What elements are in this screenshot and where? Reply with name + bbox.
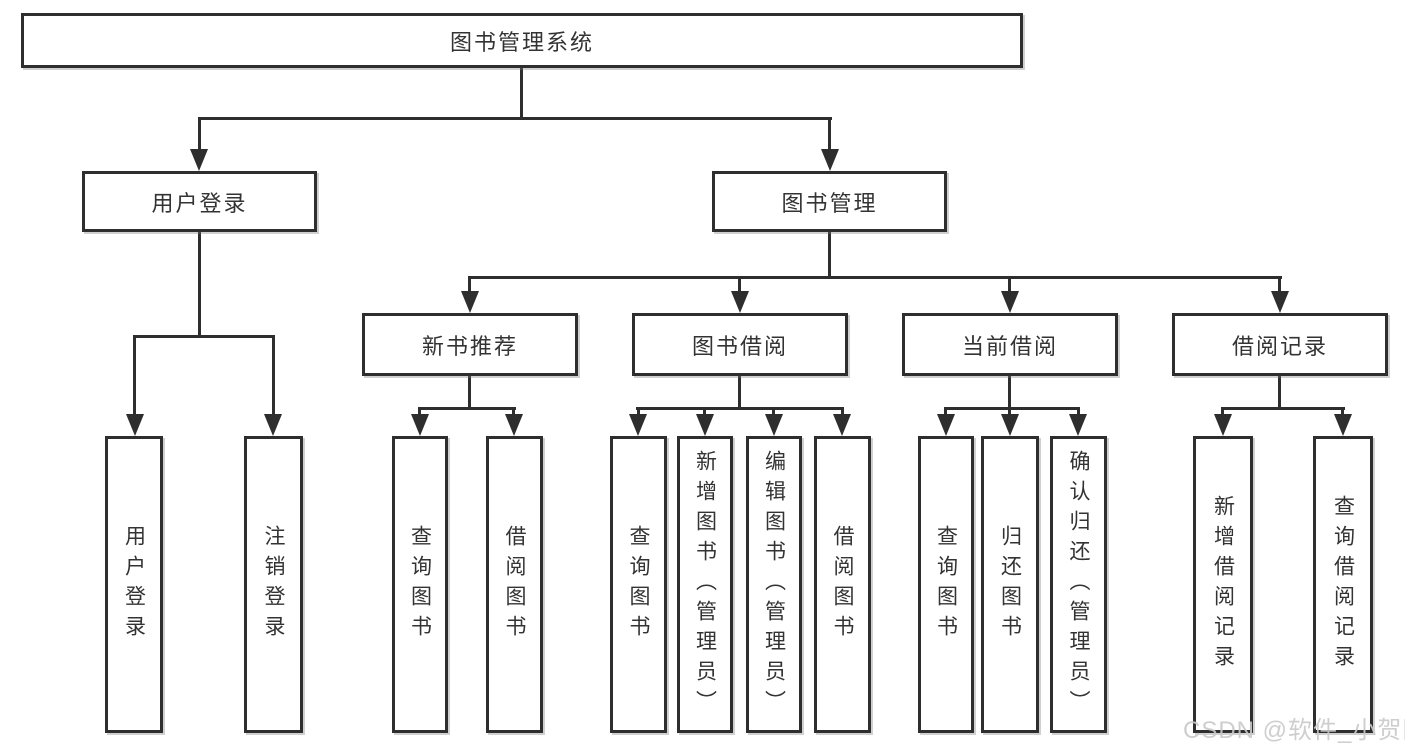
node-label: 借阅图书 [503,524,526,645]
leaf-borrow-borrow-book: 借阅图书 [814,436,871,733]
node-current-borrowing: 当前借阅 [902,313,1118,376]
connector-line [198,117,832,120]
node-label: 当前借阅 [961,333,1058,359]
arrow-down-icon [833,414,851,436]
connector-line [1077,407,1080,414]
node-label: 查询图书 [408,524,432,645]
connector-line [520,68,523,117]
leaf-logout: 注销登录 [244,436,303,733]
arrow-down-icon [821,149,839,171]
connector-line [468,376,471,407]
node-label: 新增图书（管理员） [693,449,717,720]
connector-line [1278,376,1281,407]
arrow-down-icon [1214,414,1232,436]
node-label: 查询借阅记录 [1331,494,1355,675]
connector-line [133,335,275,338]
connector-line [841,407,844,414]
leaf-borrow-search: 查询图书 [610,436,667,733]
leaf-record-add: 新增借阅记录 [1193,436,1253,733]
watermark-text: CSDN @软件_小贺同学 [1183,717,1405,744]
arrow-down-icon [1271,291,1289,313]
arrow-down-icon [629,414,647,436]
connector-line [1278,276,1281,291]
node-label: 图书管理系统 [449,29,594,55]
connector-line [738,276,741,291]
node-label: 查询图书 [934,524,958,645]
arrow-down-icon [1001,291,1019,313]
connector-line [418,407,421,414]
connector-line [198,117,201,149]
arrow-down-icon [1069,414,1087,436]
connector-line [637,407,640,414]
connector-line [636,407,844,410]
leaf-record-search: 查询借阅记录 [1313,436,1373,733]
node-label: 图书管理 [781,190,878,216]
arrow-down-icon [1001,414,1019,436]
arrow-down-icon [696,414,714,436]
leaf-current-return: 归还图书 [981,436,1039,733]
arrow-down-icon [190,149,208,171]
arrow-down-icon [461,291,479,313]
connector-line [703,407,706,414]
node-label: 归还图书 [998,524,1022,645]
connector-line [1008,276,1011,291]
connector-line [944,407,947,414]
connector-line [272,335,275,414]
node-label: 借阅图书 [831,524,854,645]
node-label: 新增借阅记录 [1211,494,1235,675]
connector-line [133,335,136,414]
arrow-down-icon [505,414,523,436]
connector-line [468,276,471,291]
node-label: 用户登录 [151,190,248,216]
arrow-down-icon [411,414,429,436]
connector-line [468,276,1282,279]
connector-line [1008,376,1011,407]
node-root: 图书管理系统 [21,13,1023,68]
connector-line [1221,407,1224,414]
connector-line [738,376,741,407]
arrow-down-icon [765,414,783,436]
connector-line [198,232,201,335]
node-label: 用户登录 [122,524,146,645]
node-user-login: 用户登录 [82,171,317,232]
arrow-down-icon [264,414,282,436]
arrow-down-icon [937,414,955,436]
arrow-down-icon [1334,414,1352,436]
node-label: 确认归还（管理员） [1067,449,1090,720]
node-borrowing-records: 借阅记录 [1172,313,1388,376]
leaf-borrow-add-book: 新增图书（管理员） [677,436,733,733]
connector-line [418,407,516,410]
node-label: 编辑图书（管理员） [762,449,786,720]
connector-line [772,407,775,414]
node-label: 注销登录 [262,524,285,645]
leaf-borrow-edit-book: 编辑图书（管理员） [746,436,802,733]
leaf-user-login: 用户登录 [105,436,163,733]
node-label: 新书推荐 [421,333,518,359]
connector-line [1341,407,1344,414]
node-label: 借阅记录 [1231,333,1328,359]
connector-line [828,117,831,149]
arrow-down-icon [126,414,144,436]
connector-line [944,407,1080,410]
node-label: 查询图书 [627,524,650,645]
leaf-current-search: 查询图书 [918,436,974,733]
connector-line [1008,407,1011,414]
connector-line [1221,407,1345,410]
leaf-newbook-borrow: 借阅图书 [486,436,543,733]
connector-line [512,407,515,414]
node-book-management: 图书管理 [712,171,947,232]
leaf-newbook-search: 查询图书 [392,436,448,733]
node-book-borrowing: 图书借阅 [632,313,848,376]
arrow-down-icon [731,291,749,313]
leaf-current-confirm-return: 确认归还（管理员） [1050,436,1107,733]
node-new-book-recommend: 新书推荐 [362,313,578,376]
connector-line [828,232,831,276]
node-label: 图书借阅 [691,333,788,359]
